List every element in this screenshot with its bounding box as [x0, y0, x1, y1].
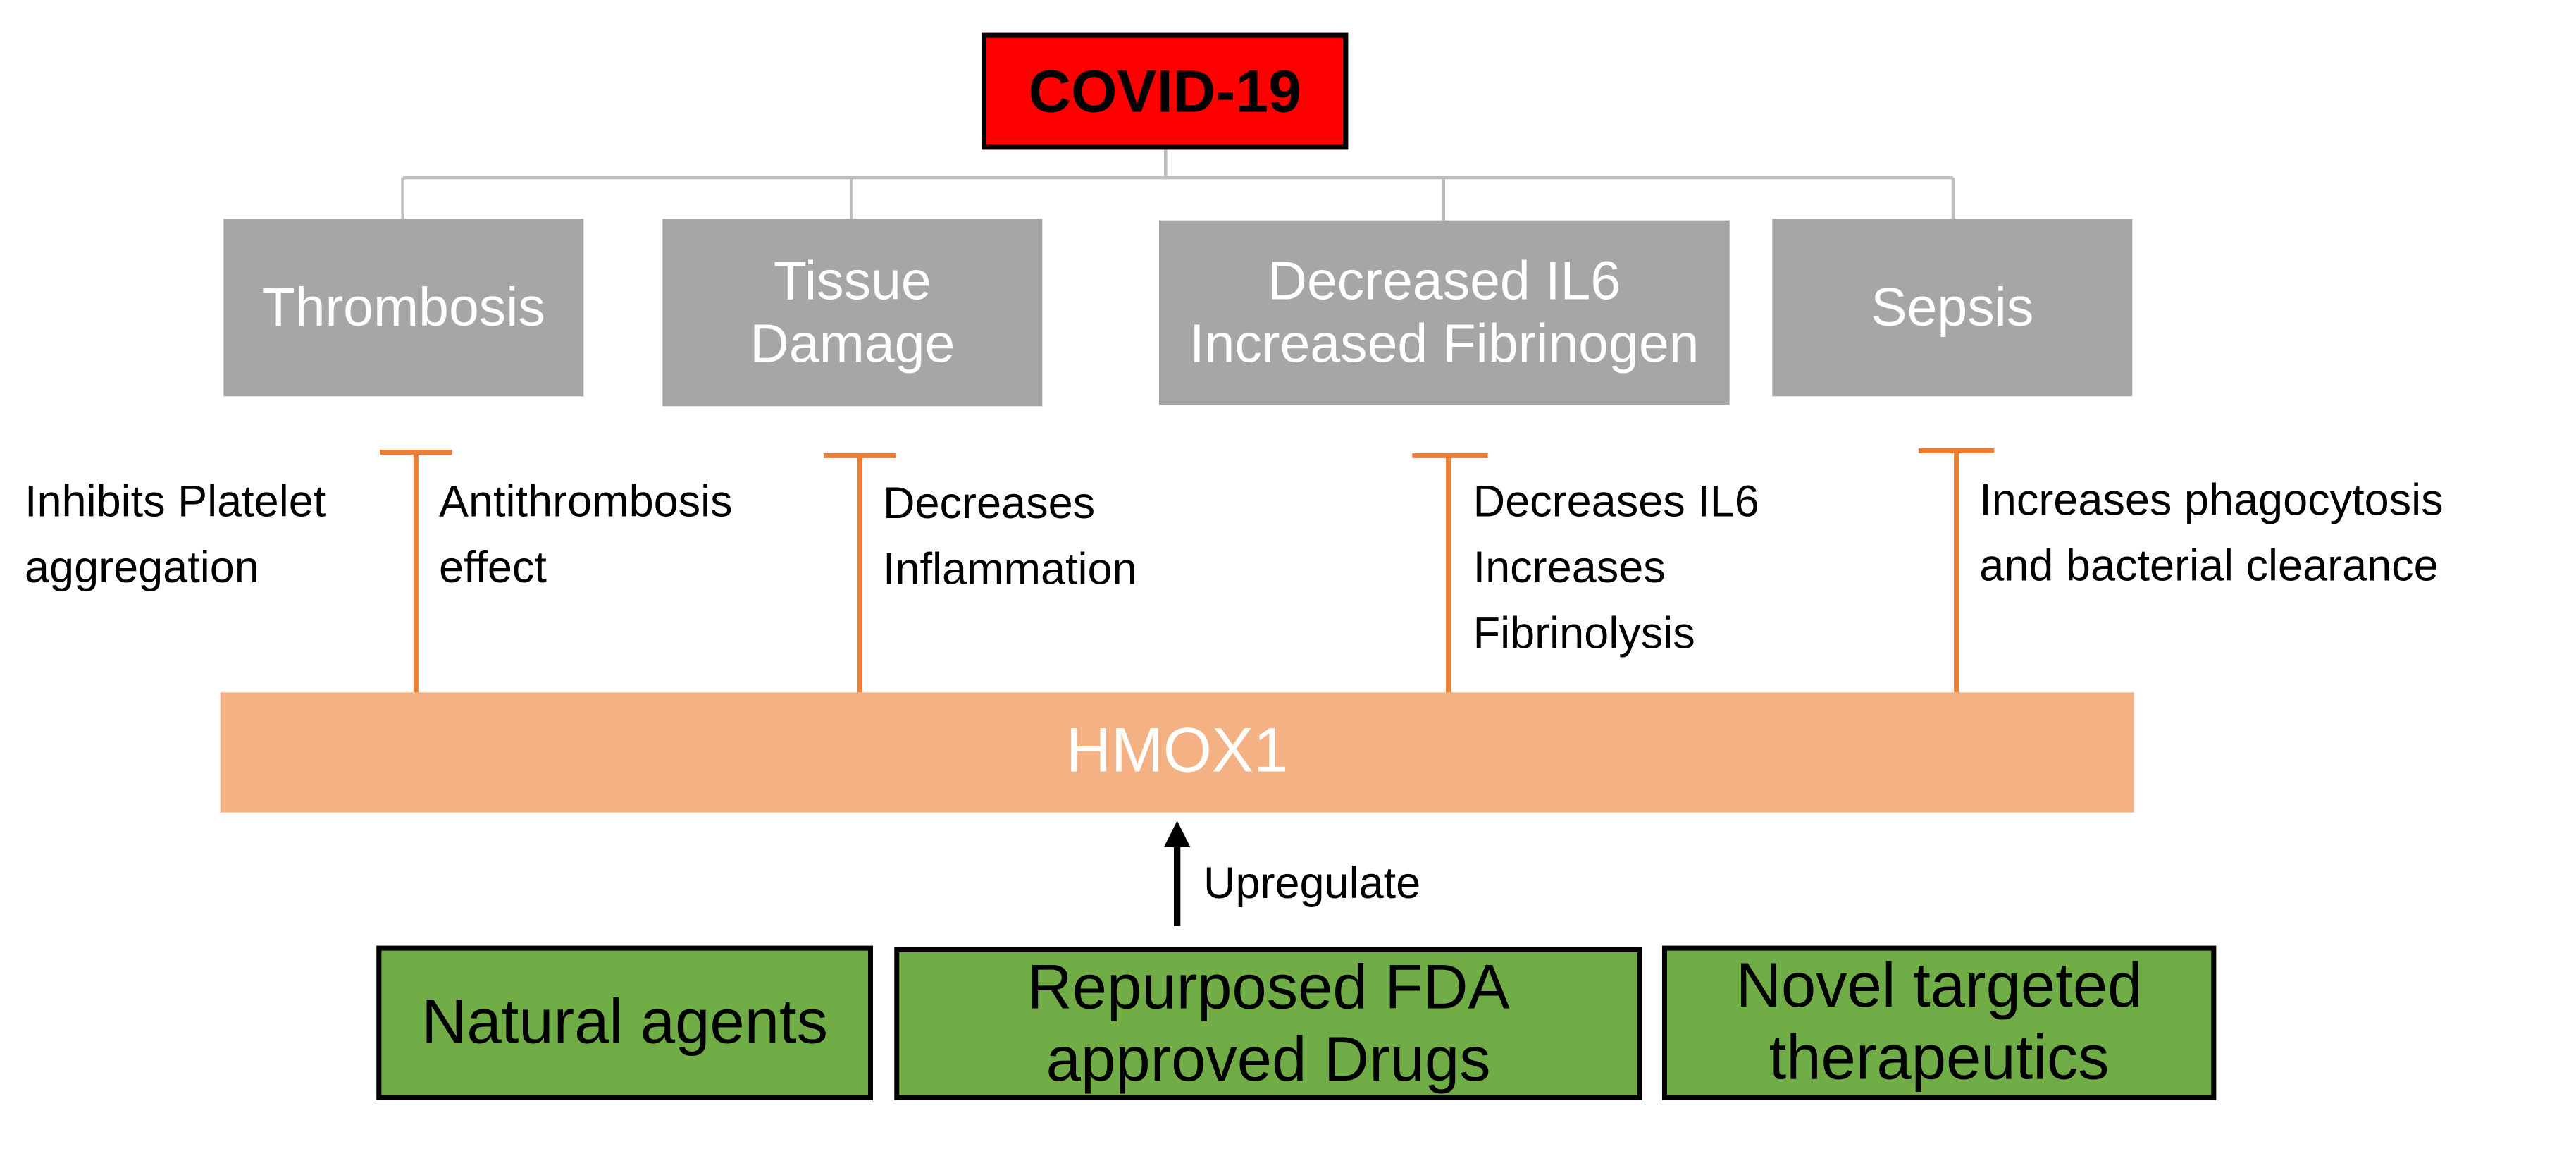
- label-decreases-inflammation: Decreases Inflammation: [882, 478, 1137, 594]
- hmox1-node: HMOX1: [220, 692, 2134, 813]
- agent-novel-therapeutics: Novel targeted therapeutics: [1661, 945, 2217, 1100]
- effect-il6-fibrinogen: Decreased IL6 Increased Fibrinogen: [1158, 220, 1730, 405]
- upregulate-label: Upregulate: [1203, 858, 1421, 908]
- inhibition-connectors: [379, 448, 1995, 693]
- tree-connectors: [401, 149, 1955, 221]
- label-inhibits-platelet: Inhibits Platelet aggregation: [24, 476, 326, 592]
- label-phagocytosis: Increases phagocytosis and bacterial cle…: [1979, 475, 2444, 591]
- effect-tissue-damage: Tissue Damage: [662, 219, 1043, 407]
- label-decreases-il6: Decreases IL6 Increases Fibrinolysis: [1473, 476, 1759, 658]
- upregulate-arrow: [1163, 820, 1191, 926]
- agent-repurposed-fda: Repurposed FDA approved Drugs: [894, 947, 1642, 1100]
- agent-natural: Natural agents: [376, 945, 873, 1100]
- covid-node: COVID-19: [981, 32, 1349, 150]
- effect-thrombosis: Thrombosis: [223, 219, 584, 397]
- label-antithrombosis: Antithrombosis effect: [438, 476, 733, 592]
- effect-sepsis: Sepsis: [1772, 219, 2133, 397]
